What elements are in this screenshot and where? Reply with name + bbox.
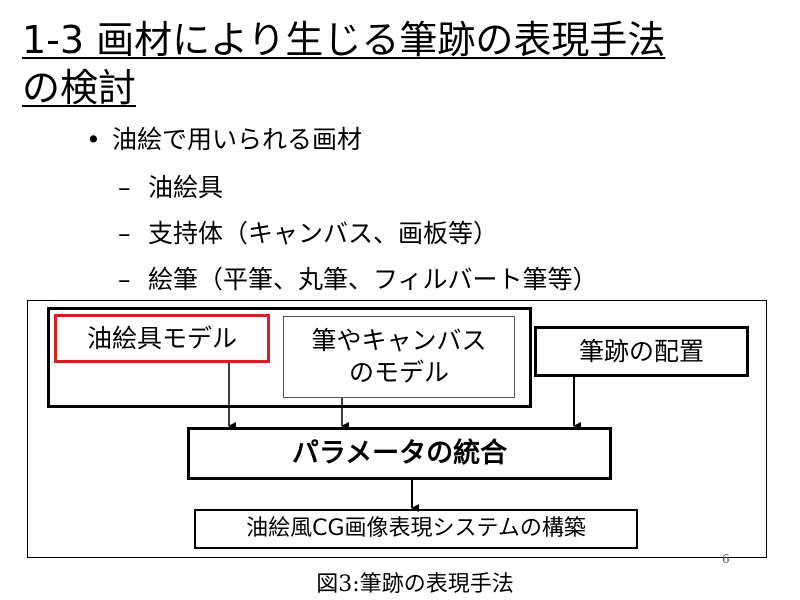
figure-caption: 図3:筆跡の表現手法 [316, 572, 514, 597]
brush-canvas-model-label-1: 筆やキャンバス [311, 326, 487, 355]
title-line-2: の検討 [22, 66, 137, 110]
cg-system-label: 油絵風CG画像表現システムの構築 [246, 516, 586, 541]
sub-item-oil-paint: –油絵具 [118, 168, 223, 204]
stroke-placement-label: 筆跡の配置 [578, 336, 704, 366]
bullet-item: • 油絵で用いられる画材 [86, 120, 362, 156]
parameter-integration-label: パラメータの統合 [291, 437, 508, 469]
dash-marker: – [118, 173, 131, 202]
parameter-integration-box: パラメータの統合 [187, 427, 612, 480]
title-line-1: 1-3 画材により生じる筆跡の表現手法 [22, 18, 666, 62]
stroke-placement-box: 筆跡の配置 [534, 326, 749, 377]
sub-item-brush: –絵筆（平筆、丸筆、フィルバート筆等） [118, 260, 598, 296]
bullet-text: 油絵で用いられる画材 [112, 125, 363, 154]
cg-system-box: 油絵風CG画像表現システムの構築 [194, 509, 638, 549]
sub-item-text: 支持体（キャンバス、画板等） [148, 219, 499, 248]
sub-item-support: –支持体（キャンバス、画板等） [118, 214, 498, 250]
figure-diagram: 油絵具モデル 筆やキャンバス のモデル 筆跡の配置 パラメータの統合 油絵風CG… [27, 300, 767, 558]
sub-item-text: 絵筆（平筆、丸筆、フィルバート筆等） [148, 265, 598, 294]
dash-marker: – [118, 219, 131, 248]
oil-paint-model-label: 油絵具モデル [86, 323, 237, 353]
oil-paint-model-box: 油絵具モデル [54, 314, 270, 363]
flow-arrows [228, 363, 581, 512]
page-number: 6 [722, 552, 730, 566]
brush-canvas-model-box: 筆やキャンバス のモデル [283, 316, 515, 398]
slide-title: 1-3 画材により生じる筆跡の表現手法 の検討 [22, 16, 782, 112]
dash-marker: – [118, 265, 131, 294]
brush-canvas-model-label-2: のモデル [348, 358, 449, 387]
sub-item-text: 油絵具 [148, 173, 224, 202]
bullet-marker: • [86, 125, 101, 154]
